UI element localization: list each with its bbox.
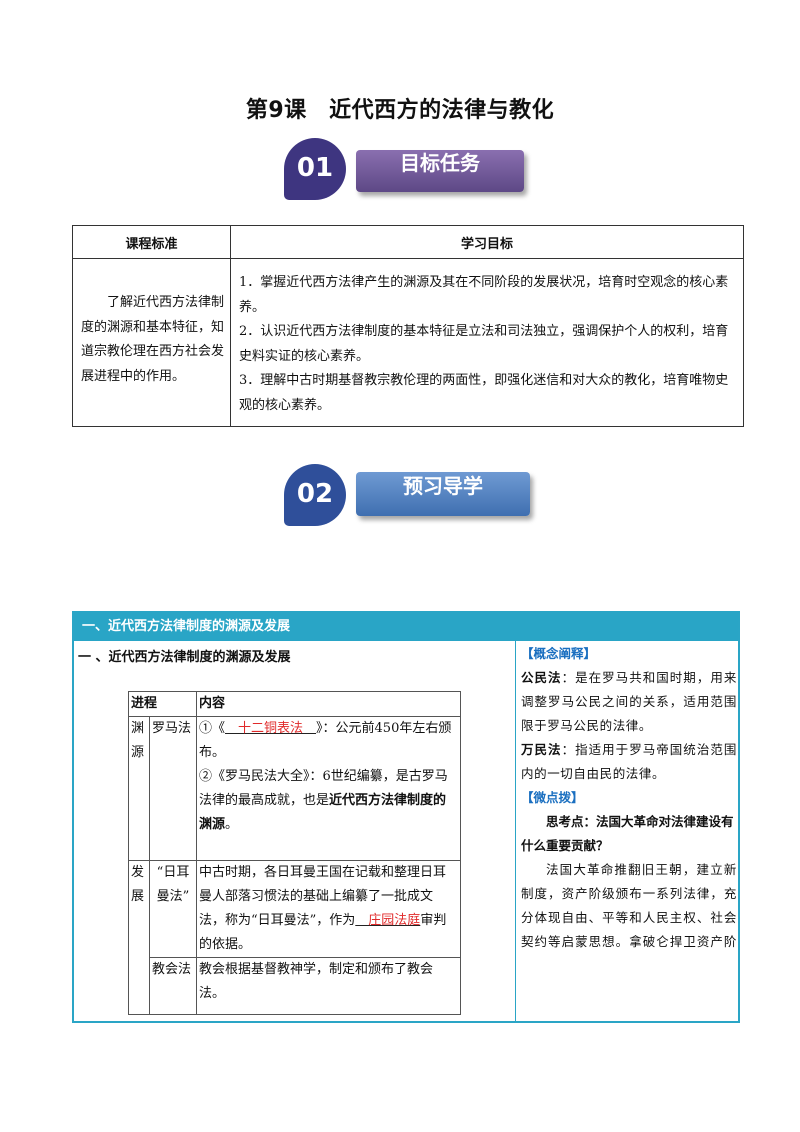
germanic-post: 审判的依据。 [199, 913, 447, 952]
badge-label: 预习导学 [356, 472, 530, 516]
roman-1-post: 》：公元前450年左右颁布。 [199, 721, 452, 760]
roman-1-pre: ①《 [199, 721, 226, 736]
column-header-goals: 学习目标 [230, 225, 744, 259]
tip-answer: 法国大革命推翻旧王朝，建立新制度，资产阶级颁布一系列法律，充分体现自由、平等和人… [521, 862, 737, 949]
section-badge-preview: 预习导学 02 [284, 464, 534, 526]
roman-law-content: ①《 十二铜表法 》：公元前450年左右颁布。 ②《罗马民法大全》：6世纪编纂，… [196, 716, 461, 861]
page-title: 第9课 近代西方的法律与教化 [245, 98, 555, 123]
column-divider [515, 641, 516, 1022]
law-development-table: 进程 内容 渊源 罗马法 ①《 十二铜表法 》：公元前450年左右颁布。 ②《罗… [128, 691, 461, 1015]
badge-number: 01 [284, 138, 346, 200]
badge-number: 02 [284, 464, 346, 526]
church-law-content: 教会根据基督教神学，制定和颁布了教会法。 [196, 957, 461, 1015]
germanic-law-content: 中古时期，各日耳曼王国在记载和整理日耳曼人部落习惯法的基础上编纂了一批成文法，称… [196, 860, 461, 958]
tip-question: 思考点：法国大革命对法律建设有什么重要贡献？ [521, 814, 734, 853]
blank-answer: 庄园法庭 [355, 913, 421, 928]
section-subheading: 一 、近代西方法律制度的渊源及发展 [78, 650, 291, 665]
civil-law-text: ：是在罗马共和国时期，用来调整罗马公民之间的关系，适用范围限于罗马公民的法律。 [521, 670, 737, 733]
column-header-standard: 课程标准 [72, 225, 231, 259]
goal-item: 3．理解中古时期基督教宗教伦理的两面性，即强化迷信和对大众的教化，培育唯物史观的… [239, 373, 729, 413]
stage-development: 发展 [128, 860, 150, 1015]
standard-text: 了解近代西方法律制度的渊源和基本特征，知道宗教伦理在西方社会发展进程中的作用。 [72, 258, 231, 427]
roman-law-label: 罗马法 [149, 716, 197, 861]
section-badge-goals: 目标任务 01 [284, 138, 529, 200]
blank-answer: 十二铜表法 [225, 721, 317, 736]
germanic-pre: 中古时期，各日耳曼王国在记载和整理日耳曼人部落习惯法的基础上编纂了一批成文法，称… [199, 865, 447, 928]
goals-list: 1．掌握近代西方法律产生的渊源及其在不同阶段的发展状况，培育时空观念的核心素养。… [230, 258, 744, 427]
nations-law-term: 万民法 [521, 742, 562, 757]
roman-2-bold: 近代西方法律制度的渊源 [199, 793, 447, 832]
roman-2-pre: ②《罗马民法大全》：6世纪编纂，是古罗马法律的最高成就，也是 [199, 769, 448, 808]
civil-law-term: 公民法 [521, 670, 562, 685]
side-notes: 【概念阐释】 公民法：是在罗马共和国时期，用来调整罗马公民之间的关系，适用范围限… [521, 642, 737, 954]
standards-table: 课程标准 学习目标 了解近代西方法律制度的渊源和基本特征，知道宗教伦理在西方社会… [72, 225, 744, 427]
tip-heading: 【微点拨】 [521, 790, 584, 805]
germanic-law-label: “日耳曼法” [149, 860, 197, 958]
church-law-label: 教会法 [149, 957, 197, 1015]
nations-law-note: 万民法：指适用于罗马帝国统治范围内的一切自由民的法律。 [521, 738, 737, 786]
nations-law-text: ：指适用于罗马帝国统治范围内的一切自由民的法律。 [521, 742, 737, 781]
badge-label: 目标任务 [356, 150, 524, 192]
civil-law-note: 公民法：是在罗马共和国时期，用来调整罗马公民之间的关系，适用范围限于罗马公民的法… [521, 666, 737, 738]
header-content: 内容 [196, 691, 461, 717]
header-process: 进程 [128, 691, 197, 717]
roman-2-end: 。 [225, 817, 239, 832]
concept-heading: 【概念阐释】 [521, 646, 597, 661]
goal-item: 2．认识近代西方法律制度的基本特征是立法和司法独立，强调保护个人的权利，培育史料… [239, 324, 729, 364]
content-panel [72, 611, 740, 1023]
goal-item: 1．掌握近代西方法律产生的渊源及其在不同阶段的发展状况，培育时空观念的核心素养。 [239, 275, 729, 315]
stage-origin: 渊源 [128, 716, 150, 861]
panel-header: 一、近代西方法律制度的渊源及发展 [74, 613, 738, 641]
